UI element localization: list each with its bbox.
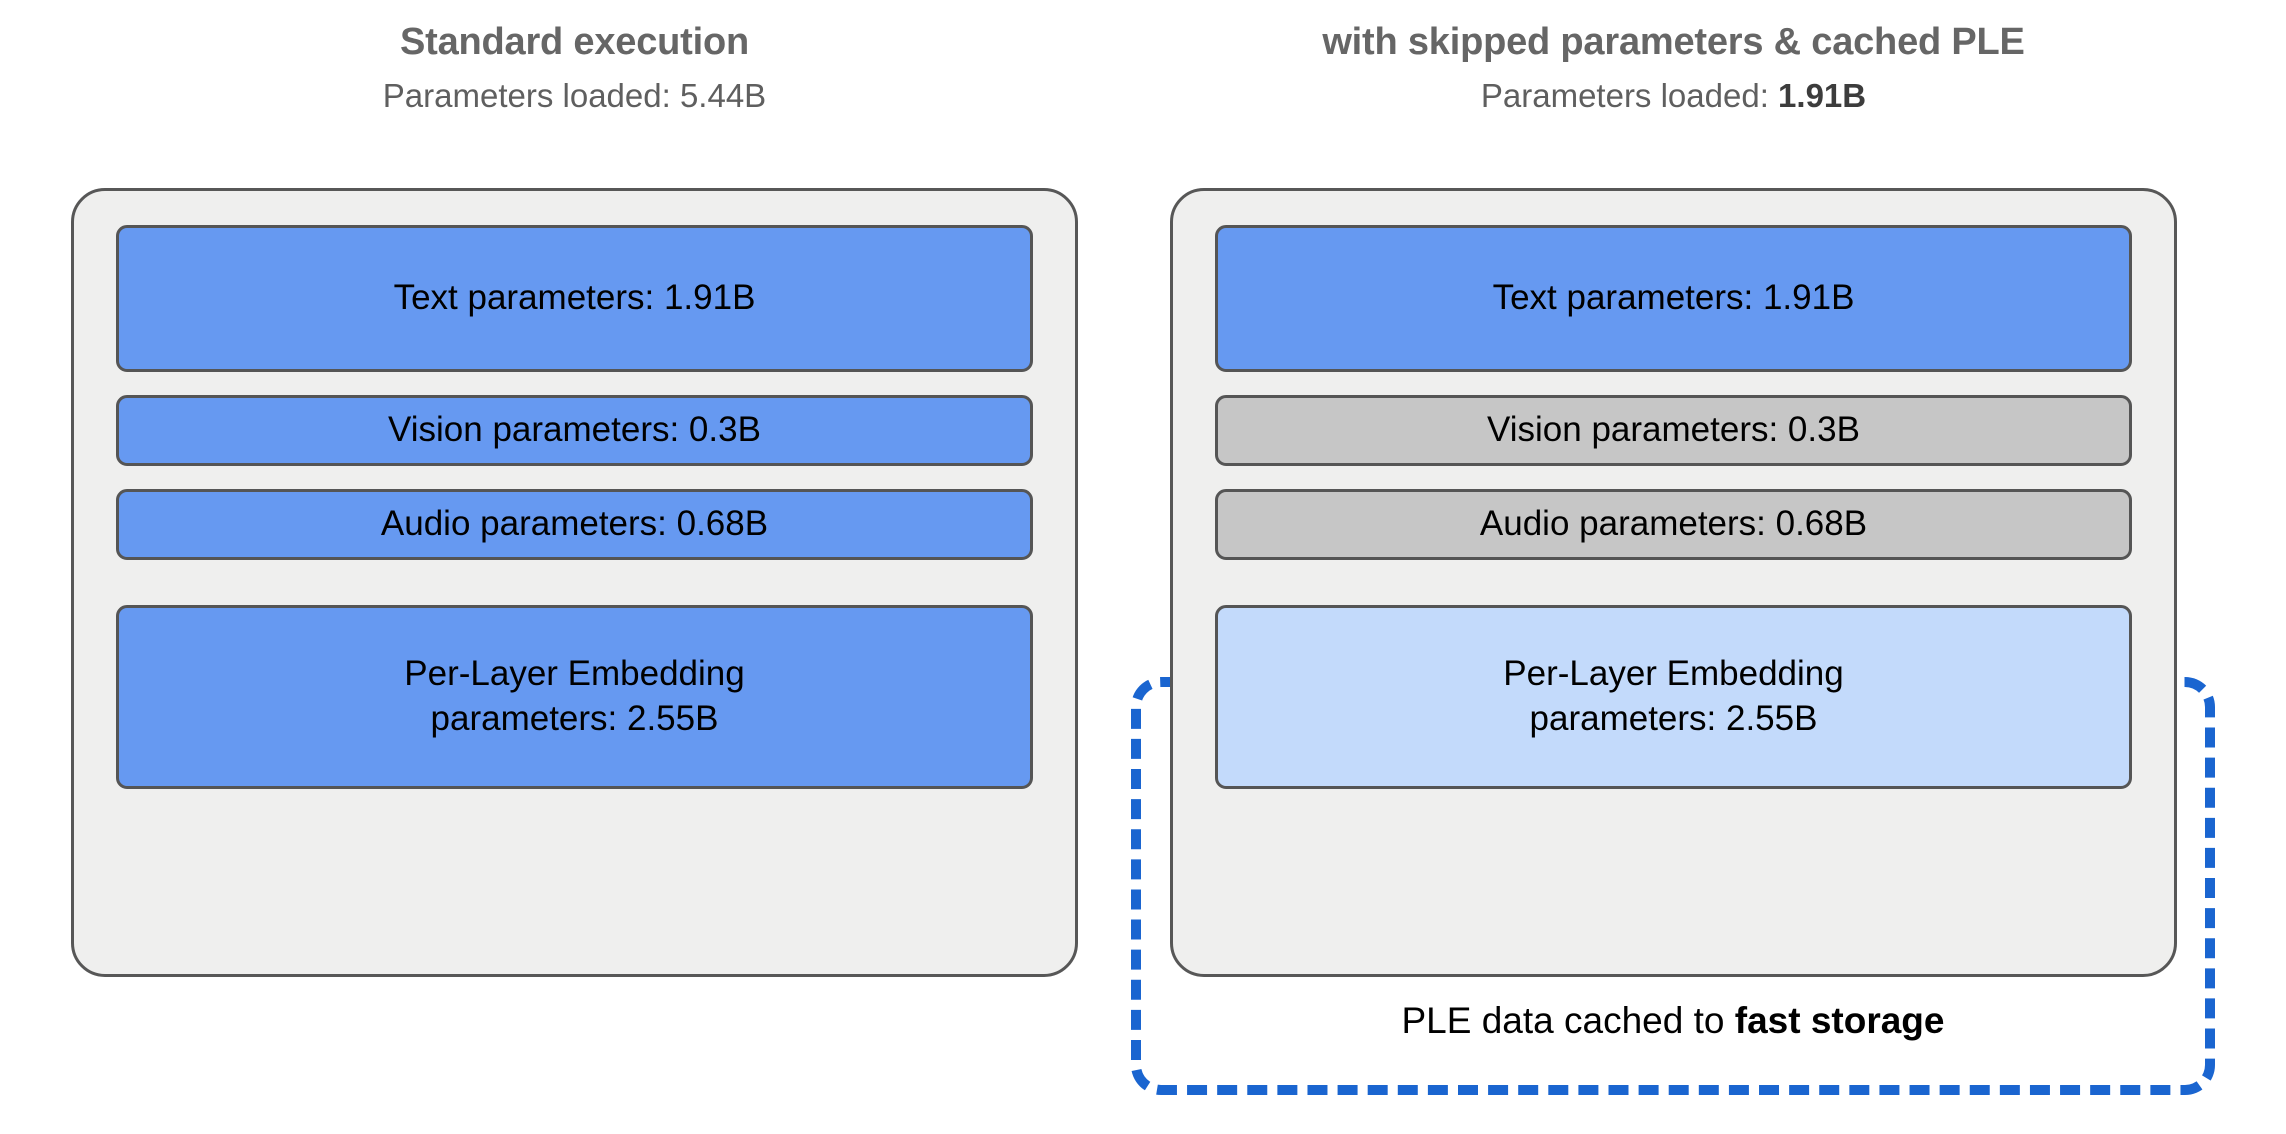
spacer [1215, 560, 2132, 605]
left-audio-parameters-label: Audio parameters: 0.68B [380, 504, 769, 544]
cache-caption-prefix: PLE data cached to [1401, 1000, 1735, 1041]
left-text-parameters-box: Text parameters: 1.91B [116, 225, 1033, 372]
right-ple-line2: parameters: 2.55B [1529, 699, 1818, 738]
left-ple-parameters-box: Per-Layer Embedding parameters: 2.55B [116, 605, 1033, 789]
spacer [1215, 372, 2132, 395]
left-column-title: Standard execution [399, 21, 750, 63]
right-text-parameters-label: Text parameters: 1.91B [1492, 278, 1855, 318]
left-subtitle-prefix: Parameters loaded: [382, 77, 680, 114]
right-subtitle-value: 1.91B [1778, 77, 1867, 114]
left-ple-line2: parameters: 2.55B [430, 699, 719, 738]
spacer [116, 372, 1033, 395]
spacer [1215, 466, 2132, 489]
right-vision-parameters-box: Vision parameters: 0.3B [1215, 395, 2132, 466]
cached-ple-caption: PLE data cached to fast storage [1131, 1000, 2215, 1042]
right-audio-parameters-label: Audio parameters: 0.68B [1479, 504, 1868, 544]
left-ple-parameters-label: Per-Layer Embedding parameters: 2.55B [404, 652, 744, 742]
left-vision-parameters-label: Vision parameters: 0.3B [388, 410, 761, 450]
right-vision-parameters-label: Vision parameters: 0.3B [1487, 410, 1860, 450]
left-ple-line1: Per-Layer Embedding [404, 654, 745, 694]
cache-caption-emphasis: fast storage [1734, 1000, 1945, 1041]
right-audio-parameters-box: Audio parameters: 0.68B [1215, 489, 2132, 560]
spacer [116, 560, 1033, 605]
left-column-subtitle: Parameters loaded: 5.44B [71, 77, 1078, 114]
left-subtitle-value: 5.44B [679, 77, 767, 114]
right-subtitle-prefix: Parameters loaded: [1480, 77, 1779, 114]
right-column-subtitle: Parameters loaded: 1.91B [1170, 77, 2177, 114]
right-text-parameters-box: Text parameters: 1.91B [1215, 225, 2132, 372]
left-text-parameters-label: Text parameters: 1.91B [393, 278, 756, 318]
left-vision-parameters-box: Vision parameters: 0.3B [116, 395, 1033, 466]
spacer [116, 466, 1033, 489]
right-ple-parameters-label: Per-Layer Embedding parameters: 2.55B [1503, 652, 1843, 742]
standard-execution-card: Text parameters: 1.91B Vision parameters… [71, 188, 1078, 977]
right-ple-parameters-box: Per-Layer Embedding parameters: 2.55B [1215, 605, 2132, 789]
optimized-execution-card: Text parameters: 1.91B Vision parameters… [1170, 188, 2177, 977]
right-column-title: with skipped parameters & cached PLE [1322, 21, 2025, 63]
left-audio-parameters-box: Audio parameters: 0.68B [116, 489, 1033, 560]
right-ple-line1: Per-Layer Embedding [1503, 654, 1844, 694]
